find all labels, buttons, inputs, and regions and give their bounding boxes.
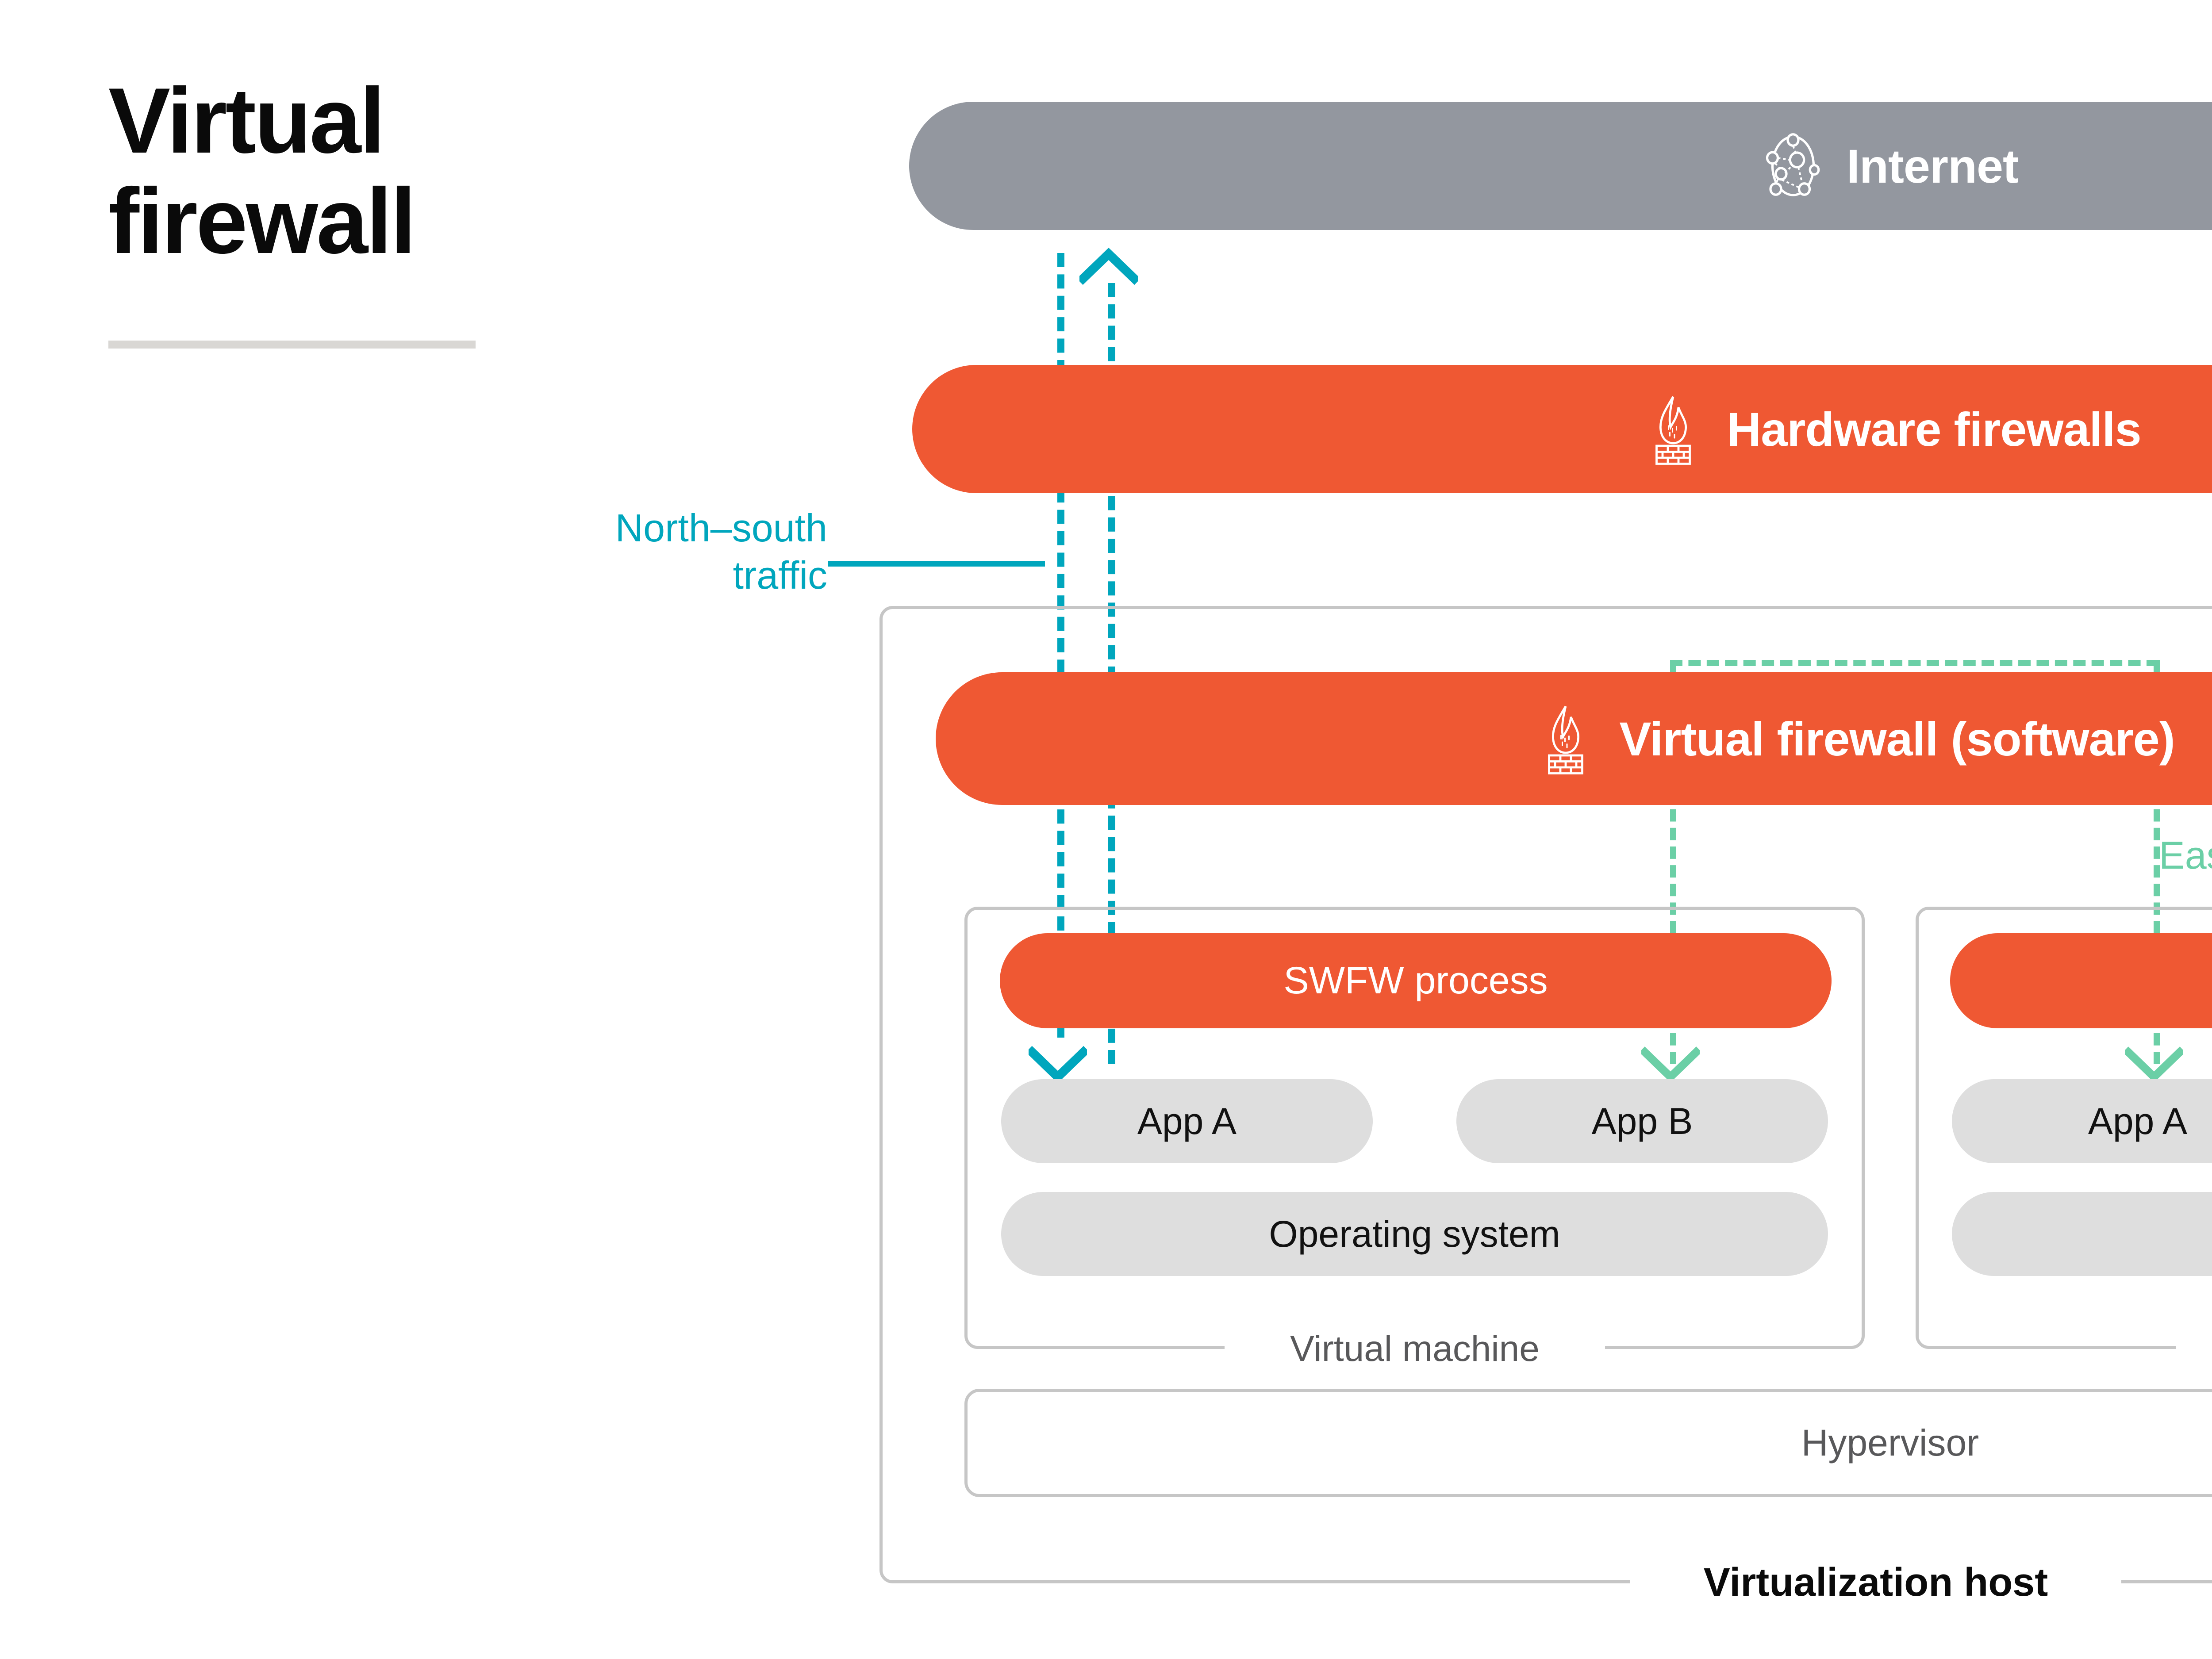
virtual-machine-box-right: [1916, 907, 2212, 1349]
hypervisor-box[interactable]: Hypervisor: [964, 1389, 2212, 1497]
swfw-process-bar-right[interactable]: SWFW process: [1950, 933, 2212, 1028]
firewall-flame-brick-icon: [1532, 702, 1599, 775]
north-south-connector-line: [828, 561, 1045, 567]
internet-label: Internet: [1846, 139, 2019, 193]
virtual-firewall-software-bar[interactable]: Virtual firewall (software): [936, 672, 2212, 805]
virtualization-host-box: [879, 606, 2212, 1583]
app-box-left-a[interactable]: App A: [1001, 1079, 1373, 1163]
virtual-machine-label-right: Virtual machine: [2176, 1325, 2212, 1373]
north-south-traffic-label: North–south traffic: [615, 506, 827, 598]
east-west-horizontal-line: [1670, 660, 2159, 666]
operating-system-label-left: Operating system: [1269, 1213, 1560, 1255]
title-block: Virtual firewall: [108, 69, 551, 273]
operating-system-box-left[interactable]: Operating system: [1001, 1192, 1828, 1276]
firewall-flame-brick-icon: [1640, 393, 1706, 466]
north-south-up-arrow-icon: [1079, 248, 1138, 285]
page-title: Virtual firewall: [108, 69, 416, 273]
swfw-process-label-left: SWFW process: [1283, 959, 1548, 1002]
east-west-left-arrow-icon: [1641, 1046, 1700, 1083]
virtual-firewall-label: Virtual firewall (software): [1619, 712, 2175, 766]
virtualization-host-label: Virtualization host: [1630, 1556, 2121, 1609]
app-label-left-a: App A: [1137, 1100, 1237, 1142]
east-west-right-arrow-icon: [2125, 1046, 2183, 1083]
hardware-firewalls-bar[interactable]: Hardware firewalls: [912, 365, 2212, 493]
network-globe-icon: [1760, 133, 1826, 199]
app-box-left-b[interactable]: App B: [1456, 1079, 1828, 1163]
virtual-machine-label-left: Virtual machine: [1225, 1325, 1605, 1373]
swfw-process-bar-left[interactable]: SWFW process: [1000, 933, 1832, 1028]
title-divider: [108, 341, 476, 349]
north-south-down-arrow-icon: [1029, 1046, 1087, 1083]
app-label-left-b: App B: [1591, 1100, 1693, 1142]
app-box-right-a[interactable]: App A: [1952, 1079, 2212, 1163]
internet-bar[interactable]: Internet: [909, 102, 2212, 230]
app-label-right-a: App A: [2088, 1100, 2188, 1142]
hypervisor-label: Hypervisor: [1801, 1422, 1979, 1464]
east-west-traffic-label: East-west traffic: [2159, 833, 2212, 877]
operating-system-box-right[interactable]: Operating system: [1952, 1192, 2212, 1276]
hardware-firewalls-label: Hardware firewalls: [1727, 402, 2141, 456]
